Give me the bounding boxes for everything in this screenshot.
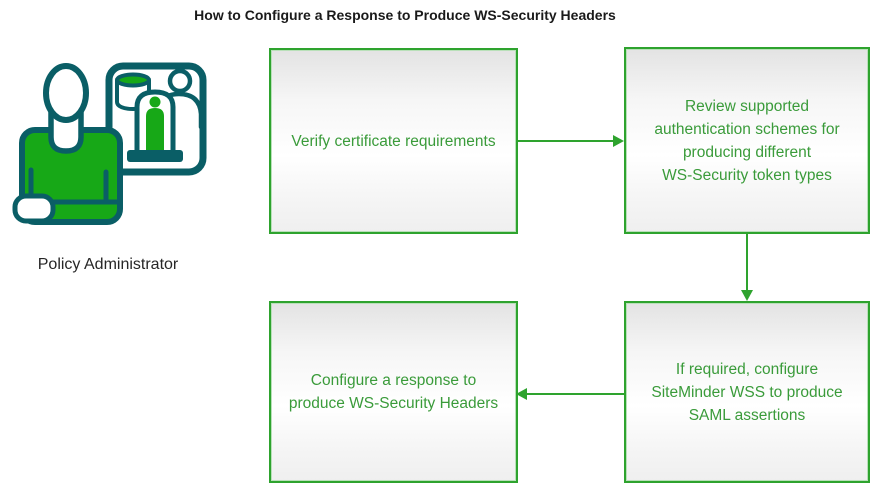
admin-person-icon: [12, 63, 123, 225]
flow-step-label: Verify certificate requirements: [291, 132, 496, 150]
flow-step-label: Configure a response to produce WS-Secur…: [288, 372, 499, 412]
arrow-right-icon: [613, 135, 624, 147]
flow-step-configure-response: Configure a response to produce WS-Secur…: [269, 301, 518, 483]
arrow-step1-to-step2-line: [518, 140, 614, 142]
arrow-step3-to-step4-line: [527, 393, 624, 395]
flow-step-label: Review supported authentication schemes …: [654, 97, 840, 184]
server-pillar-icon: [127, 89, 183, 162]
flow-step-label: If required, configure SiteMinder WSS to…: [651, 360, 843, 424]
flow-step-verify-certificates: Verify certificate requirements: [269, 48, 518, 234]
flow-step-configure-saml: If required, configure SiteMinder WSS to…: [624, 301, 870, 483]
flow-step-review-auth-schemes: Review supported authentication schemes …: [624, 47, 870, 234]
arrow-down-icon: [741, 290, 753, 301]
arrow-left-icon: [516, 388, 527, 400]
diagram-title: How to Configure a Response to Produce W…: [194, 7, 616, 23]
arrow-step2-to-step3-line: [746, 234, 748, 291]
policy-administrator-icon: [12, 62, 207, 225]
actor-label: Policy Administrator: [37, 256, 179, 273]
